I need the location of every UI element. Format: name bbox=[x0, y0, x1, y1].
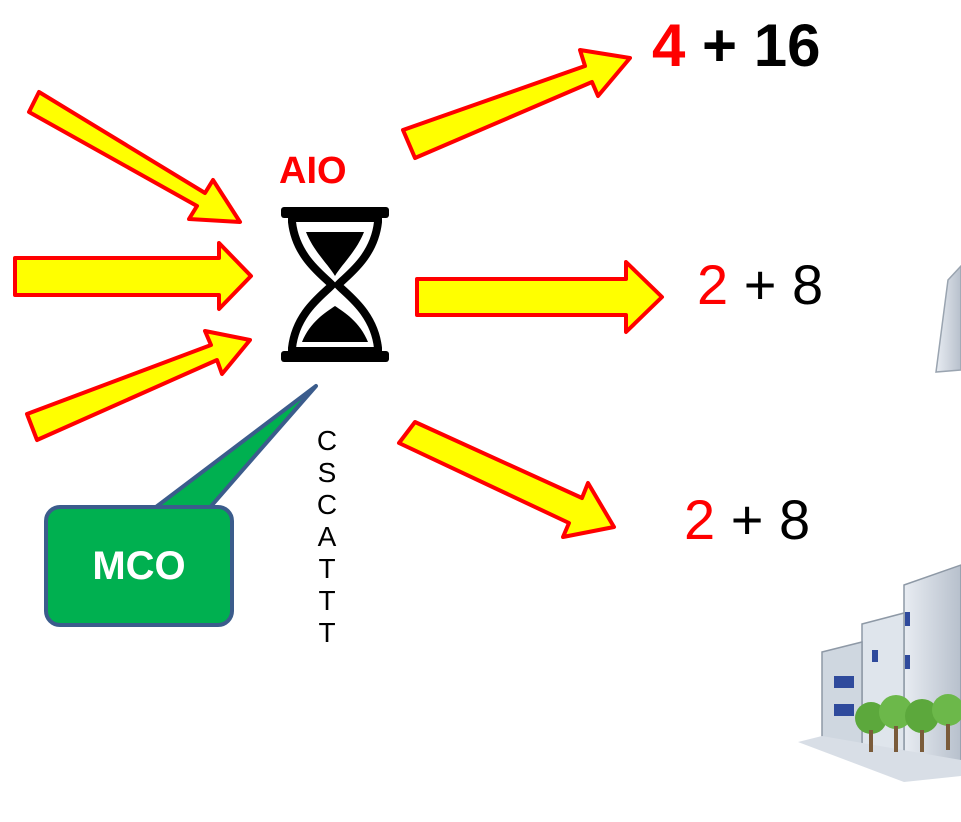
vertical-letter: T bbox=[318, 585, 336, 616]
output-equation-3-highlight: 2 bbox=[684, 488, 716, 551]
mco-callout: MCO bbox=[44, 505, 234, 627]
vertical-letter: T bbox=[318, 617, 336, 648]
output-equation-2-highlight: 2 bbox=[697, 253, 729, 316]
output-arrow-2 bbox=[415, 260, 664, 334]
vertical-letter: C bbox=[316, 425, 338, 456]
vertical-letter: A bbox=[317, 521, 337, 552]
output-equation-2-rest: + 8 bbox=[728, 253, 824, 316]
output-equation-1-rest: + 16 bbox=[685, 12, 821, 79]
input-arrow-1 bbox=[27, 90, 242, 224]
callout-tail bbox=[150, 384, 318, 514]
output-arrow-3 bbox=[397, 420, 616, 539]
hourglass-label: AIO bbox=[279, 150, 347, 192]
building-icon bbox=[798, 564, 961, 782]
output-equation-2: 2 + 8 bbox=[697, 257, 823, 313]
vertical-letter: T bbox=[318, 553, 336, 584]
output-arrow-1 bbox=[401, 48, 632, 160]
output-equation-1: 4 + 16 bbox=[652, 16, 821, 76]
vertical-letter: S bbox=[317, 457, 337, 488]
output-equation-1-highlight: 4 bbox=[652, 12, 686, 79]
input-arrow-2 bbox=[13, 241, 253, 311]
input-arrow-3 bbox=[25, 329, 252, 442]
building-icon bbox=[935, 264, 961, 373]
vertical-letter-column: C S C A T T T bbox=[313, 425, 341, 649]
hourglass-icon bbox=[281, 207, 389, 362]
output-equation-3-rest: + 8 bbox=[715, 488, 811, 551]
output-equation-3: 2 + 8 bbox=[684, 492, 810, 548]
mco-callout-label: MCO bbox=[92, 543, 186, 588]
vertical-letter: C bbox=[316, 489, 338, 520]
